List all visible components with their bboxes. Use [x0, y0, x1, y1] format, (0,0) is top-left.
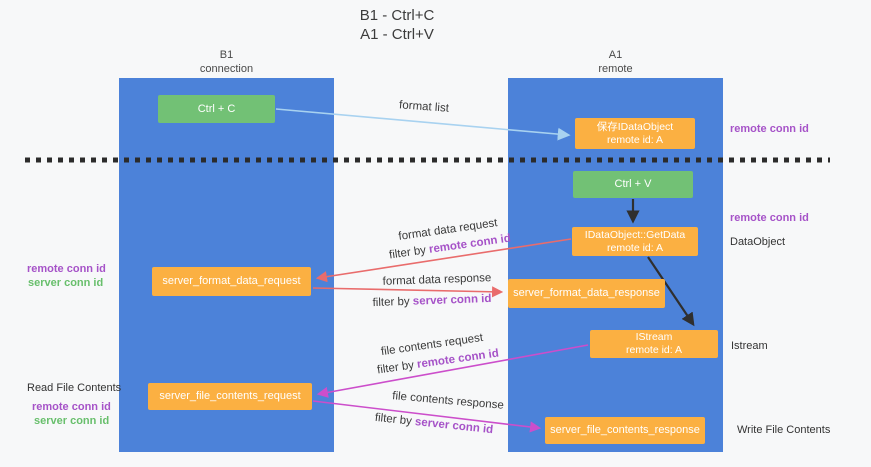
label-format-data-response: format data response [382, 272, 492, 288]
node-save-idataobject-line2: remote id: A [606, 133, 664, 146]
node-ctrl-v-label: Ctrl + V [614, 178, 652, 190]
annotation-write-file-contents: Write File Contents [737, 424, 831, 436]
node-ctrl-v: Ctrl + V [573, 171, 693, 198]
annotation-dataobject: DataObject [730, 236, 786, 248]
label-filter-server-1: filter by server conn id [372, 293, 491, 309]
column-a1-name: A1 [608, 49, 623, 61]
title-line-1: B1 - Ctrl+C [359, 7, 435, 24]
node-server-file-contents-response-label: server_file_contents_response [550, 424, 700, 436]
arrow-format-data-response [312, 286, 504, 298]
label-server-conn-id-2: server conn id [414, 416, 494, 437]
label-filter-by-text-2: filter by [372, 295, 414, 310]
node-server-file-contents-request: server_file_contents_request [148, 383, 312, 410]
annotation-remote-conn-id-mid: remote conn id [730, 212, 809, 224]
node-server-file-contents-response: server_file_contents_response [545, 417, 705, 444]
label-file-contents-response: file contents response [391, 390, 505, 412]
annotation-istream: Istream [731, 340, 768, 352]
node-istream-line1: IStream [635, 331, 673, 343]
column-header-a1: A1 remote [508, 48, 723, 76]
node-idataobject-getdata-line1: IDataObject::GetData [584, 228, 686, 241]
node-server-format-data-request: server_format_data_request [152, 267, 311, 296]
label-filter-server-2: filter by server conn id [374, 412, 493, 436]
column-a1-role: remote [598, 63, 633, 75]
node-save-idataobject-line1: 保存IDataObject [596, 120, 674, 133]
label-filter-by-text-4: filter by [374, 411, 416, 428]
node-idataobject-getdata: IDataObject::GetData remote id: A [572, 227, 698, 256]
node-istream: IStream remote id: A [590, 330, 718, 358]
node-server-file-contents-request-label: server_file_contents_request [159, 390, 301, 402]
node-istream-line2: remote id: A [625, 344, 683, 356]
node-save-idataobject: 保存IDataObject remote id: A [575, 118, 695, 149]
annotation-left-server-conn-id-2: server conn id [34, 415, 110, 427]
title-line-2: A1 - Ctrl+V [360, 26, 434, 43]
label-filter-by-text-1: filter by [388, 243, 430, 262]
node-server-format-data-request-label: server_format_data_request [162, 275, 301, 287]
column-header-b1: B1 connection [119, 48, 334, 76]
label-server-conn-id-1: server conn id [412, 292, 492, 308]
node-idataobject-getdata-line2: remote id: A [606, 241, 664, 254]
node-server-format-data-response-label: server_format_data_response [513, 287, 660, 299]
label-filter-by-text-3: filter by [376, 358, 418, 377]
diagram-title: B1 - Ctrl+C A1 - Ctrl+V [297, 6, 497, 44]
column-b1-name: B1 [219, 49, 234, 61]
column-b1-role: connection [199, 63, 254, 75]
node-ctrl-c: Ctrl + C [158, 95, 275, 123]
annotation-left-remote-conn-id-1: remote conn id [27, 263, 106, 275]
node-server-format-data-response: server_format_data_response [508, 279, 665, 308]
label-format-list: format list [398, 99, 450, 115]
annotation-remote-conn-id-top: remote conn id [730, 123, 809, 135]
annotation-read-file-contents: Read File Contents [27, 382, 122, 394]
annotation-left-remote-conn-id-2: remote conn id [32, 401, 111, 413]
annotation-left-server-conn-id-1: server conn id [28, 277, 104, 289]
node-ctrl-c-label: Ctrl + C [197, 102, 236, 115]
